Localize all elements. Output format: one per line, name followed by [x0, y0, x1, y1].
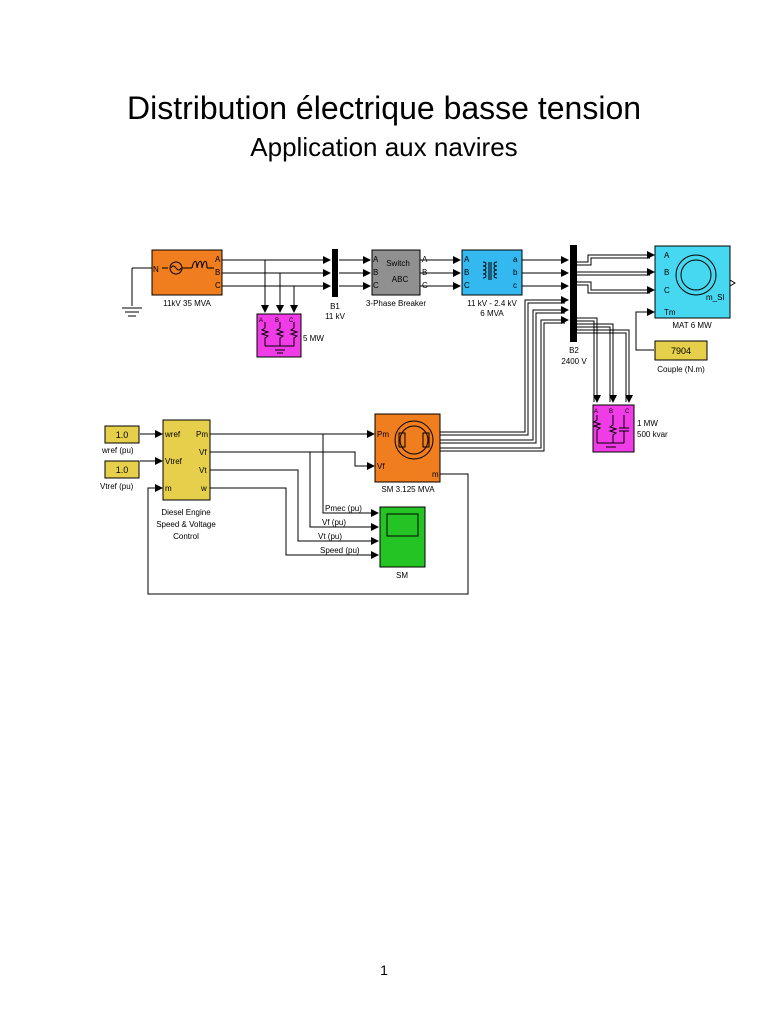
transformer-block[interactable]: A B C a b c 11 kV - 2.4 kV 6 MVA — [461, 249, 523, 318]
source-block[interactable]: N A B C 11kV 35 MVA — [151, 249, 223, 308]
sm-in-vf: Vf — [377, 462, 385, 471]
source-label: 11kV 35 MVA — [163, 299, 211, 308]
wref-label: wref (pu) — [101, 446, 134, 455]
diesel-control-block[interactable]: wref Vtref m Pm Vf Vt w Diesel Engine Sp… — [156, 419, 216, 541]
breaker-port-b: B — [373, 268, 378, 277]
motor-port-b: B — [664, 268, 669, 277]
load5-port-b: B — [275, 318, 279, 324]
xfmr-port-b: B — [464, 268, 469, 277]
wref-value: 1.0 — [116, 430, 129, 440]
synchronous-machine-block[interactable]: Pm Vf m SM 3.125 MVA — [374, 413, 441, 494]
b1-voltage: 11 kV — [325, 312, 346, 321]
signal-pmec: Pmec (pu) — [325, 504, 362, 513]
vtref-constant[interactable]: 1.0 Vtref (pu) — [100, 460, 140, 491]
signal-vt: Vt (pu) — [318, 532, 342, 541]
diesel-label-3: Control — [173, 532, 199, 541]
breaker-text-switch: Switch — [386, 259, 410, 268]
diesel-in-m: m — [165, 484, 172, 493]
source-port-b: B — [215, 268, 220, 277]
b2-name: B2 — [569, 346, 579, 355]
load1-label-1: 1 MW — [637, 419, 658, 428]
breaker-out-c: C — [422, 281, 428, 290]
sm-label: SM 3.125 MVA — [381, 485, 435, 494]
breaker-label: 3-Phase Breaker — [366, 299, 426, 308]
breaker-text-abc: ABC — [392, 275, 409, 284]
b1-bus[interactable]: B1 11 kV — [325, 249, 346, 321]
page-title: Distribution électrique basse tension — [126, 90, 642, 126]
load1-port-b: B — [609, 409, 613, 415]
load1-label-2: 500 kvar — [637, 430, 668, 439]
xfmr-port-b2: b — [513, 268, 518, 277]
breaker-out-b: B — [422, 268, 427, 277]
xfmr-port-a: A — [464, 255, 470, 264]
source-port-c: C — [215, 281, 221, 290]
scope-block[interactable]: SM — [379, 506, 426, 580]
diesel-out-vf: Vf — [199, 448, 207, 457]
breaker-out-a: A — [422, 255, 428, 264]
load5-label: 5 MW — [303, 334, 324, 343]
xfmr-port-a2: a — [513, 255, 518, 264]
wref-constant[interactable]: 1.0 wref (pu) — [101, 425, 140, 455]
couple-constant[interactable]: 7904 Couple (N.m) — [654, 340, 708, 374]
breaker-port-a: A — [373, 255, 379, 264]
page-number: 1 — [380, 962, 388, 978]
source-terminal-label: N — [153, 265, 159, 274]
motor-block[interactable]: A B C Tm m_SI MAT 6 MW — [654, 245, 736, 330]
diesel-out-vt: Vt — [199, 466, 207, 475]
load-5mw-block[interactable]: A B C 5 MW — [256, 313, 324, 358]
xfmr-port-c: C — [464, 281, 470, 290]
vtref-label: Vtref (pu) — [100, 482, 134, 491]
diesel-in-vtref: Vtref — [165, 457, 183, 466]
load1-port-c: C — [625, 409, 630, 415]
breaker-port-c: C — [373, 281, 379, 290]
load5-port-a: A — [259, 318, 263, 324]
xfmr-label-1: 11 kV - 2.4 kV — [467, 299, 517, 308]
b1-name: B1 — [330, 302, 340, 311]
motor-port-a: A — [664, 251, 670, 260]
couple-value: 7904 — [671, 346, 691, 356]
motor-port-tm: Tm — [664, 308, 676, 317]
motor-inner-label: m_SI — [706, 293, 725, 302]
sm-in-pm: Pm — [377, 430, 389, 439]
signal-speed: Speed (pu) — [320, 546, 360, 555]
diesel-out-pm: Pm — [196, 430, 208, 439]
diesel-label-1: Diesel Engine — [161, 508, 211, 517]
xfmr-label-2: 6 MVA — [480, 309, 504, 318]
diesel-in-wref: wref — [164, 430, 181, 439]
motor-port-c: C — [664, 286, 670, 295]
couple-label: Couple (N.m) — [657, 365, 705, 374]
page-subtitle: Application aux navires — [250, 132, 518, 162]
xfmr-port-c2: c — [513, 281, 517, 290]
vtref-value: 1.0 — [116, 465, 129, 475]
b2-bus[interactable]: B2 2400 V — [561, 245, 587, 366]
load-1mw-block[interactable]: A B C 1 MW 500 kvar — [592, 404, 668, 453]
scope-label: SM — [396, 571, 408, 580]
b2-voltage: 2400 V — [561, 357, 587, 366]
source-port-a: A — [215, 255, 221, 264]
breaker-block[interactable]: A B C Switch ABC A B C 3-Phase Breaker — [366, 249, 428, 308]
diesel-out-w: w — [200, 484, 207, 493]
load5-port-c: C — [289, 318, 294, 324]
diesel-label-2: Speed & Voltage — [156, 520, 216, 529]
signal-vf: Vf (pu) — [322, 518, 346, 527]
motor-label: MAT 6 MW — [672, 321, 712, 330]
three-phase-wires — [122, 251, 655, 595]
load1-port-a: A — [594, 409, 598, 415]
sm-out-m: m — [432, 470, 439, 479]
